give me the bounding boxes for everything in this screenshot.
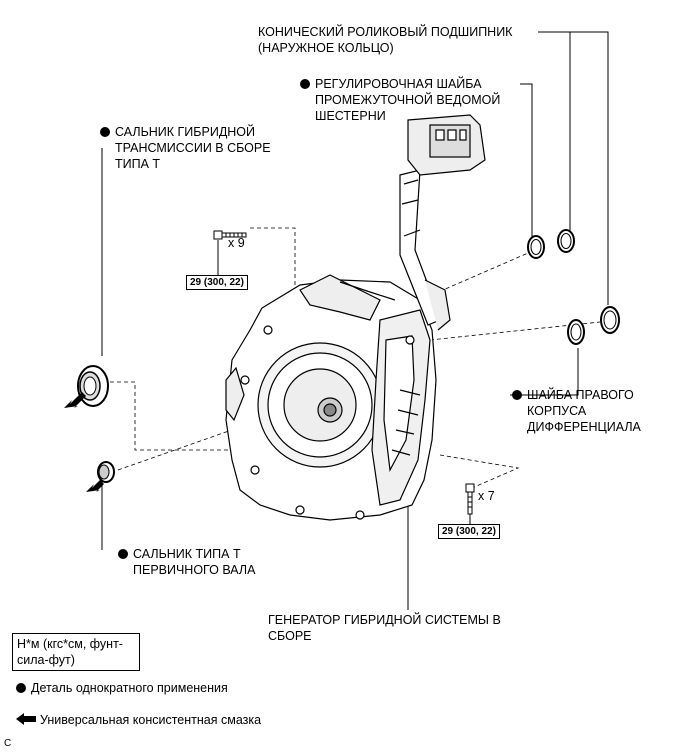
units-legend-line: Н*м (кгс*см, фунт- <box>17 637 123 651</box>
seal-label-line: САЛЬНИК ГИБРИДНОЙ <box>115 125 256 139</box>
bearing-label-line: (НАРУЖНОЕ КОЛЬЦО) <box>258 41 394 55</box>
input-seal-label-line: САЛЬНИК ТИПА Т <box>133 547 241 561</box>
units-legend-line: сила-фут) <box>17 653 75 667</box>
generator-label-line: СБОРЕ <box>268 629 312 643</box>
bolt-icon <box>213 230 247 240</box>
grease-arrow-icon <box>86 480 104 492</box>
washer-label-line: ДИФФЕРЕНЦИАЛА <box>527 420 641 434</box>
shim-label-line: ШЕСТЕРНИ <box>315 109 386 123</box>
torque-spec: 29 (300, 22) <box>186 275 248 290</box>
bearing-label: КОНИЧЕСКИЙ РОЛИКОВЫЙ ПОДШИПНИК (НАРУЖНОЕ… <box>258 24 512 56</box>
non-reusable-dot-icon <box>512 390 522 400</box>
seal-label-line: ТРАНСМИССИИ В СБОРЕ <box>115 141 271 155</box>
non-reusable-text: Деталь однократного применения <box>31 681 228 695</box>
non-reusable-dot-icon <box>300 79 310 89</box>
grease-legend: Универсальная консистентная смазка <box>16 713 261 727</box>
non-reusable-dot-icon <box>16 683 26 693</box>
washer-label-line: КОРПУСА <box>527 404 587 418</box>
washer-label-line: ШАЙБА ПРАВОГО <box>527 388 634 402</box>
transaxle-housing <box>225 274 437 521</box>
input-seal-label-line: ПЕРВИЧНОГО ВАЛА <box>133 563 256 577</box>
bearing-label-line: КОНИЧЕСКИЙ РОЛИКОВЫЙ ПОДШИПНИК <box>258 25 513 39</box>
non-reusable-dot-icon <box>118 549 128 559</box>
bolt-quantity: x 9 <box>228 236 245 250</box>
seal-label: САЛЬНИК ГИБРИДНОЙ ТРАНСМИССИИ В СБОРЕ ТИ… <box>100 124 271 172</box>
units-legend: Н*м (кгс*см, фунт- сила-фут) <box>12 633 140 671</box>
grease-arrow-icon <box>64 392 86 408</box>
non-reusable-legend: Деталь однократного применения <box>16 681 228 695</box>
shim-label-line: ПРОМЕЖУТОЧНОЙ ВЕДОМОЙ <box>315 93 501 107</box>
wire-harness <box>399 114 486 331</box>
non-reusable-dot-icon <box>100 127 110 137</box>
corner-code: C <box>4 738 12 749</box>
shim-label: РЕГУЛИРОВОЧНАЯ ШАЙБА ПРОМЕЖУТОЧНОЙ ВЕДОМ… <box>300 76 500 124</box>
torque-spec: 29 (300, 22) <box>438 524 500 539</box>
generator-label: ГЕНЕРАТОР ГИБРИДНОЙ СИСТЕМЫ В СБОРЕ <box>268 612 501 644</box>
grease-arrow-icon <box>16 713 36 725</box>
bolt-quantity: x 7 <box>478 489 495 503</box>
bolt-icon <box>465 483 475 515</box>
seal-label-line: ТИПА Т <box>115 157 161 171</box>
input-seal-label: САЛЬНИК ТИПА Т ПЕРВИЧНОГО ВАЛА <box>118 546 255 578</box>
grease-text: Универсальная консистентная смазка <box>40 713 262 727</box>
washer-label: ШАЙБА ПРАВОГО КОРПУСА ДИФФЕРЕНЦИАЛА <box>512 387 641 435</box>
generator-label-line: ГЕНЕРАТОР ГИБРИДНОЙ СИСТЕМЫ В <box>268 613 501 627</box>
shim-label-line: РЕГУЛИРОВОЧНАЯ ШАЙБА <box>315 77 482 91</box>
